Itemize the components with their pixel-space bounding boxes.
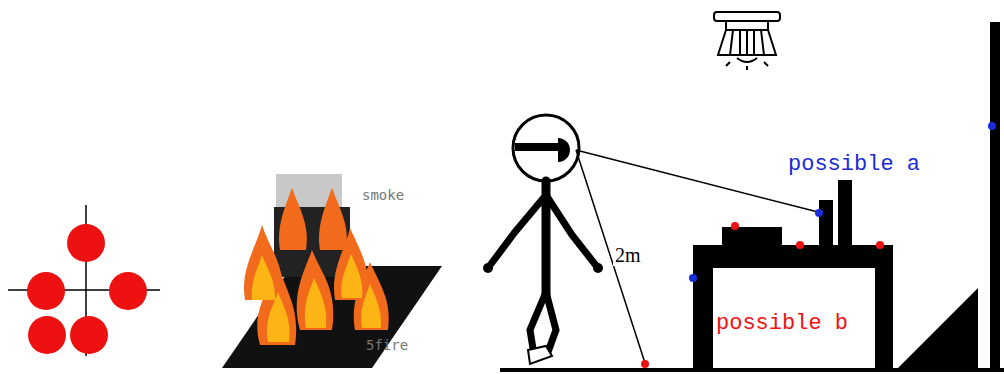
target-pattern bbox=[8, 205, 160, 356]
ramp-and-wall bbox=[897, 22, 1000, 370]
possible-b-label: possible b bbox=[716, 313, 848, 335]
fire-label: 5fire bbox=[366, 338, 408, 352]
distance-label: 2m bbox=[613, 244, 643, 266]
candidate-points bbox=[641, 122, 996, 368]
ceiling-lamp bbox=[714, 12, 780, 70]
fire-illustration bbox=[222, 174, 442, 368]
table bbox=[693, 180, 893, 369]
smoke-label: smoke bbox=[362, 188, 404, 202]
possible-a-label: possible a bbox=[788, 154, 920, 176]
